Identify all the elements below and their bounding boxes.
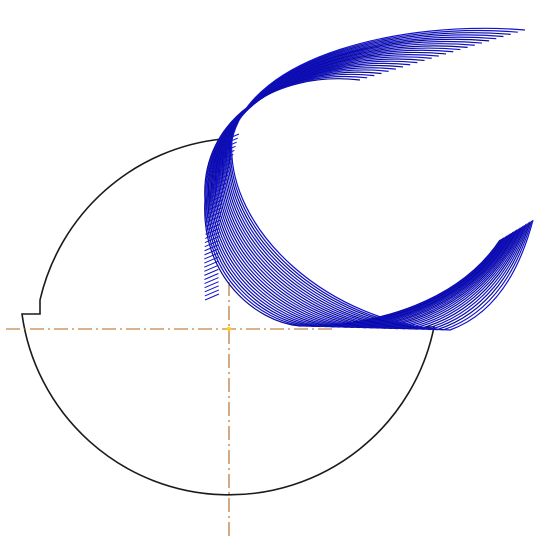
tool-path-hatch bbox=[204, 268, 219, 276]
tool-path-hatch bbox=[220, 149, 235, 157]
tool-path-hatch bbox=[204, 285, 219, 293]
tool-path-hatch bbox=[214, 170, 230, 178]
tool-path-hatch bbox=[208, 199, 224, 207]
tool-path-hatch bbox=[210, 190, 225, 198]
tool-path-curve bbox=[226, 36, 528, 330]
tool-path-hatch bbox=[206, 219, 221, 227]
tool-path-curve bbox=[220, 47, 521, 330]
tool-path-hatch bbox=[204, 289, 220, 297]
tool-path-hatch bbox=[213, 174, 229, 182]
tool-path-curve bbox=[230, 29, 533, 331]
tool-path-hatch bbox=[205, 232, 220, 239]
center-point-marker bbox=[226, 326, 232, 332]
tool-path-hatch bbox=[204, 273, 219, 280]
tool-path-hatch bbox=[223, 137, 239, 145]
part-profile-outline bbox=[21, 138, 435, 496]
tool-path-curve bbox=[225, 38, 527, 330]
tool-path-hatch bbox=[221, 145, 236, 153]
tool-path-curve bbox=[224, 40, 525, 330]
tool-path-curve bbox=[221, 45, 523, 330]
tool-path-hatch bbox=[204, 240, 219, 248]
tool-path-hatch bbox=[208, 203, 223, 211]
tool-path-curve bbox=[231, 27, 534, 331]
tool-path-curve bbox=[227, 34, 530, 331]
tool-path-hatch bbox=[204, 244, 219, 252]
tool-path-hatch bbox=[204, 281, 219, 289]
tool-path-hatch bbox=[219, 154, 234, 161]
tool-path-hatch bbox=[212, 182, 227, 190]
tool-path-curve bbox=[217, 54, 517, 329]
tool-path-hatch bbox=[211, 186, 226, 194]
tool-path-hatch bbox=[204, 293, 220, 301]
tool-path-curve bbox=[219, 49, 520, 329]
tool-path-hatch bbox=[204, 264, 219, 272]
tool-path-hatch bbox=[207, 211, 222, 219]
tool-path-curve bbox=[222, 43, 524, 330]
tool-path-group bbox=[204, 27, 534, 331]
tool-path-hatch bbox=[218, 158, 233, 166]
tool-path-hatch bbox=[215, 166, 231, 174]
tool-path-hatch bbox=[204, 236, 220, 244]
tool-path-hatch bbox=[204, 252, 219, 260]
tool-path-curve bbox=[214, 58, 514, 329]
tool-path-curve bbox=[228, 32, 531, 331]
tool-path-hatch bbox=[206, 215, 221, 223]
tool-path-hatch bbox=[204, 256, 219, 264]
tool-path-hatch bbox=[205, 227, 220, 235]
tool-path-hatch bbox=[216, 162, 232, 170]
tool-path-hatch bbox=[204, 277, 219, 285]
tool-path-hatch bbox=[209, 195, 225, 202]
tool-path-hatch bbox=[204, 248, 219, 256]
tool-path-hatch bbox=[224, 133, 240, 141]
tool-path-curve bbox=[218, 51, 518, 329]
tool-path-hatch bbox=[222, 141, 237, 149]
tool-path-hatch bbox=[212, 178, 228, 186]
tool-path-hatch bbox=[204, 260, 219, 268]
tool-path-hatch bbox=[207, 207, 223, 215]
tool-path-curve bbox=[215, 56, 515, 329]
tool-path-hatch bbox=[205, 223, 221, 231]
